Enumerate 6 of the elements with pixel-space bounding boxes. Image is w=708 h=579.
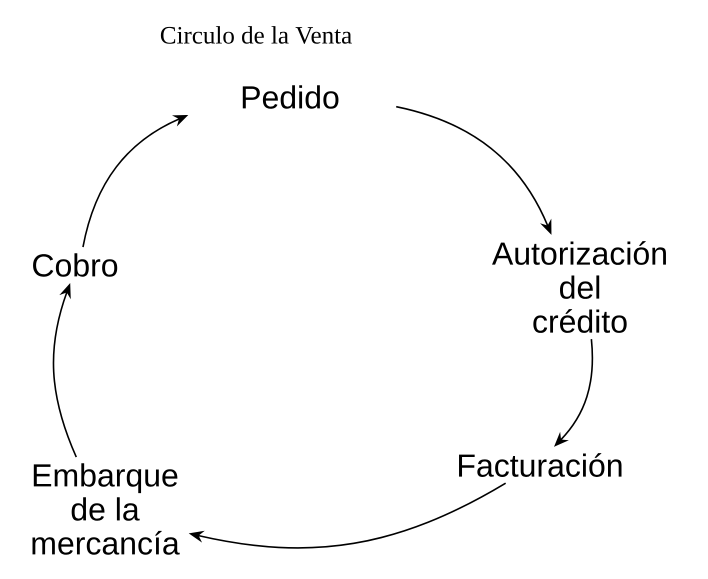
step-label: Facturación — [459, 453, 622, 477]
step-label: Autorización del crédito — [492, 241, 666, 333]
step-label: Pedido — [242, 85, 338, 109]
diagram-title: Circulo de la Venta — [160, 26, 352, 44]
step-label: Embarque de la mercancía — [32, 463, 180, 555]
step-label: Cobro — [33, 253, 118, 277]
